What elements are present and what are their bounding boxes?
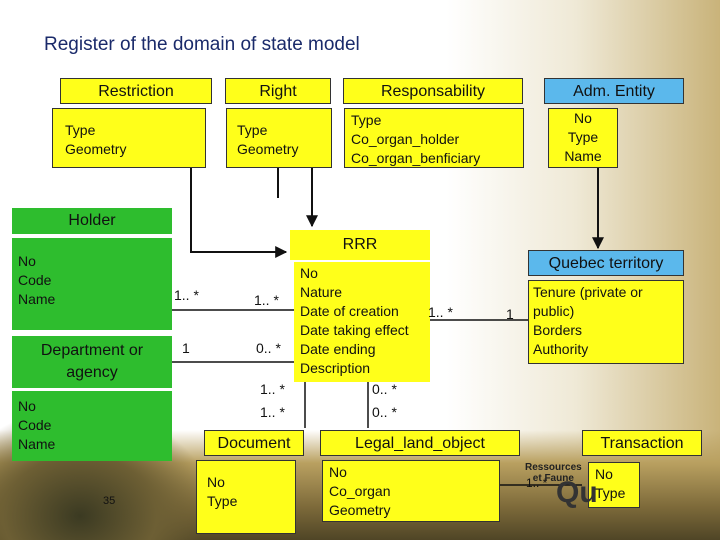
restriction-header: Restriction: [60, 78, 212, 104]
adm-entity-attr-no: No: [574, 110, 592, 126]
holder-attr-no: No: [18, 253, 36, 269]
quebec-attr-borders: Borders: [533, 322, 583, 338]
rrr-attr-creation: Date of creation: [300, 303, 399, 319]
quebec-attr-public: public): [533, 303, 575, 319]
transaction-header: Transaction: [582, 430, 702, 456]
document-attr-no: No: [207, 474, 225, 490]
holder-attr-name: Name: [18, 291, 56, 307]
legal-attr-coorgan: Co_organ: [329, 483, 391, 499]
rrr-attr-no: No: [300, 265, 318, 281]
mult-legal-top: 0.. *: [372, 381, 397, 397]
restriction-attr-type: Type: [65, 122, 96, 138]
responsability-attr-type: Type: [351, 112, 382, 128]
quebec-attributes: Tenure (private or public) Borders Autho…: [528, 280, 684, 364]
restriction-attributes: Type Geometry: [52, 108, 206, 168]
mult-doc-top: 1.. *: [260, 381, 285, 397]
responsability-attributes: Type Co_organ_holder Co_organ_benficiary: [344, 108, 524, 168]
mult-dept-left: 1: [182, 340, 190, 356]
rrr-attr-effect: Date taking effect: [300, 322, 409, 338]
right-attr-geometry: Geometry: [237, 141, 299, 157]
ministry-watermark: Ressources et Faune: [525, 462, 582, 484]
restriction-attr-geometry: Geometry: [65, 141, 127, 157]
mult-holder-left: 1.. *: [174, 287, 199, 303]
page-number: 35: [103, 495, 116, 507]
legal-attr-no: No: [329, 464, 347, 480]
rrr-attributes: No Nature Date of creation Date taking e…: [294, 262, 430, 382]
rrr-attr-nature: Nature: [300, 284, 343, 300]
department-attr-name: Name: [18, 436, 56, 452]
right-header: Right: [225, 78, 331, 104]
responsability-header: Responsability: [343, 78, 523, 104]
mult-doc-bottom: 1.. *: [260, 404, 285, 420]
department-attr-no: No: [18, 398, 36, 414]
mult-dept-right: 0.. *: [256, 340, 281, 356]
department-attr-code: Code: [18, 417, 52, 433]
department-attributes: No Code Name: [12, 391, 172, 461]
right-attributes: Type Geometry: [226, 108, 332, 168]
responsability-attr-holder: Co_organ_holder: [351, 131, 460, 147]
mult-rrr-quebec-right: 1: [506, 306, 514, 322]
mult-legal-transaction: 1.. *: [526, 476, 548, 490]
quebec-attr-tenure: Tenure (private or: [533, 284, 643, 300]
mult-holder-right: 1.. *: [254, 292, 279, 308]
quebec-logo: Qu: [556, 476, 598, 509]
document-attr-type: Type: [207, 493, 238, 509]
holder-header: Holder: [12, 208, 172, 234]
restriction-rrr-link: [190, 168, 288, 258]
adm-entity-attr-name: Name: [564, 148, 602, 164]
legal-attributes: No Co_organ Geometry: [322, 460, 500, 522]
holder-attributes: No Code Name: [12, 238, 172, 330]
adm-entity-attributes: No Type Name: [548, 108, 618, 168]
legal-attr-geometry: Geometry: [329, 502, 391, 518]
quebec-attr-authority: Authority: [533, 341, 589, 357]
watermark-line2: et Faune: [532, 473, 574, 484]
quebec-header: Quebec territory: [528, 250, 684, 276]
department-header: Department or agency: [12, 336, 172, 388]
rrr-header: RRR: [290, 230, 430, 260]
watermark-line1: Ressources: [525, 462, 582, 473]
legal-header: Legal_land_object: [320, 430, 520, 456]
responsability-attr-beneficiary: Co_organ_benficiary: [351, 150, 481, 166]
holder-attr-code: Code: [18, 272, 52, 288]
page-title: Register of the domain of state model: [44, 34, 360, 55]
transaction-attr-no: No: [595, 466, 613, 482]
mult-legal-bottom: 0.. *: [372, 404, 397, 420]
document-attributes: No Type: [196, 460, 296, 534]
adm-entity-header: Adm. Entity: [544, 78, 684, 104]
transaction-attr-type: Type: [595, 485, 626, 501]
right-attr-type: Type: [237, 122, 268, 138]
rrr-attr-ending: Date ending: [300, 341, 376, 357]
document-header: Document: [204, 430, 304, 456]
rrr-attr-description: Description: [300, 360, 371, 376]
adm-entity-attr-type: Type: [567, 129, 599, 145]
transaction-attributes: No Type: [588, 462, 640, 508]
mult-rrr-quebec-left: 1.. *: [428, 304, 453, 320]
